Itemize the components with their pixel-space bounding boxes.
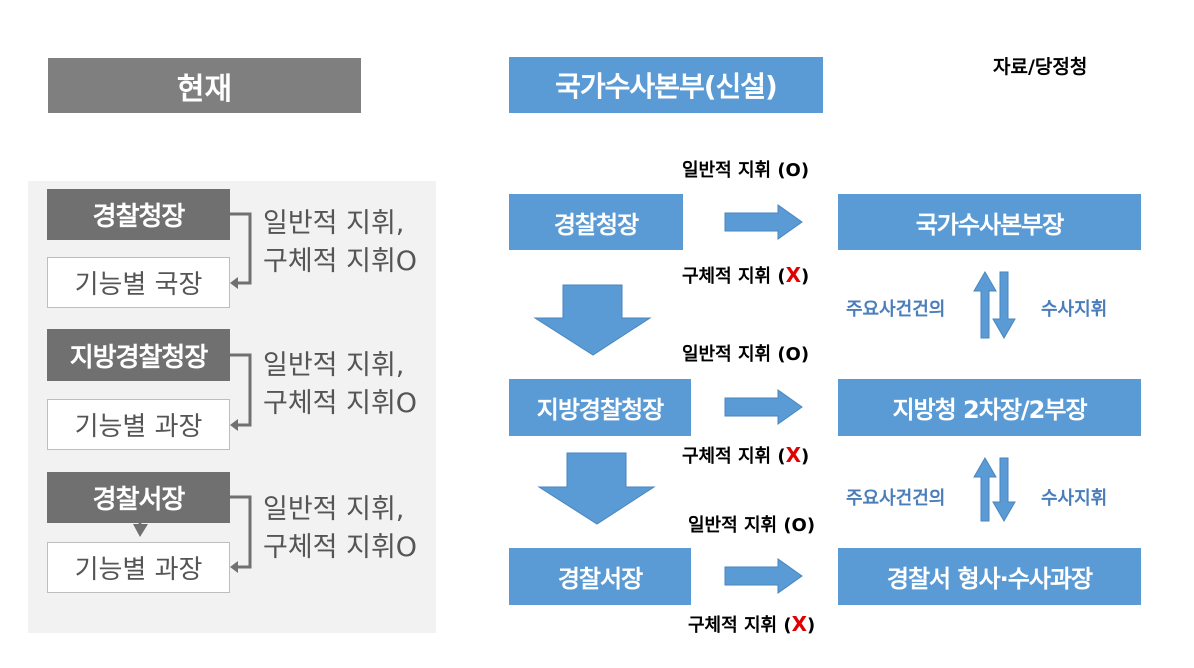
up-arrow-2 [973,457,997,522]
down-arrow-2 [992,457,1016,522]
current-head-box-3: 경찰서장 [47,472,230,523]
down-arrow-1 [992,271,1016,339]
close-paren-2: ) [800,446,810,467]
close-paren-3: ) [806,615,816,636]
current-connector-3 [230,495,252,569]
current-general-text-1: 일반적 지휘, [263,208,405,239]
current-specific-text-3: 구체적 지휘O [263,532,418,563]
new-head-box-1: 경찰청장 [509,194,683,250]
big-down-arrow-1 [533,284,652,356]
current-general-text-2: 일반적 지휘, [263,350,405,381]
new-target-label-3: 경찰서 형사·수사과장 [886,565,1093,593]
current-specific-text-2: 구체적 지휘O [263,388,418,419]
current-specific-text-1: 구체적 지휘O [263,246,418,277]
specific-text-3: 구체적 지휘 ( [688,615,792,636]
current-sub-box-1: 기능별 국장 [47,257,230,308]
current-header-label: 현재 [176,71,233,107]
new-head-label-3: 경찰서장 [557,565,643,593]
up-arrow-1 [973,271,997,339]
current-sub-box-2: 기능별 과장 [47,399,230,450]
current-connector-2 [230,353,252,427]
current-command-text-2: 일반적 지휘, 구체적 지휘O [263,347,417,423]
current-head-label-3: 경찰서장 [92,485,186,515]
source-label: 자료/당정청 [993,56,1088,78]
current-general-text-3: 일반적 지휘, [263,494,405,525]
general-command-label-2: 일반적 지휘 (O) [682,344,810,365]
current-down-arrowhead [133,524,148,537]
current-sub-label-2: 기능별 과장 [74,412,203,442]
current-arrowhead-1 [230,277,238,289]
new-target-box-3: 경찰서 형사·수사과장 [838,548,1141,605]
current-head-box-1: 경찰청장 [47,189,230,240]
new-header-label: 국가수사본부(신설) [555,70,778,103]
new-head-label-1: 경찰청장 [553,210,639,239]
specific-command-label-1: 구체적 지휘 (X) [682,262,809,288]
big-down-arrow-2 [537,452,656,525]
new-header: 국가수사본부(신설) [509,57,823,113]
current-arrowhead-2 [230,419,238,431]
close-paren-1: ) [800,266,810,287]
current-sub-label-1: 기능별 국장 [74,270,203,300]
new-head-label-2: 지방경찰청장 [536,396,664,424]
new-target-box-1: 국가수사본부장 [838,194,1141,250]
general-command-label-3: 일반적 지휘 (O) [688,515,816,536]
current-head-box-2: 지방경찰청장 [47,329,230,381]
right-arrow-2 [724,389,803,425]
major-case-report-label-1: 주요사건건의 [846,299,946,320]
current-command-text-3: 일반적 지휘, 구체적 지휘O [263,491,417,567]
new-target-label-2: 지방청 2차장/2부장 [892,396,1087,424]
right-arrow-1 [724,204,803,240]
investigation-command-label-1: 수사지휘 [1041,299,1108,320]
current-head-label-2: 지방경찰청장 [69,342,209,373]
x-mark-2: X [785,443,801,467]
new-head-box-2: 지방경찰청장 [509,379,691,436]
right-arrow-3 [724,558,803,594]
specific-command-label-2: 구체적 지휘 (X) [682,442,809,468]
current-command-text-1: 일반적 지휘, 구체적 지휘O [263,205,417,281]
major-case-report-label-2: 주요사건건의 [846,488,946,509]
investigation-command-label-2: 수사지휘 [1041,488,1108,509]
current-header: 현재 [48,58,361,113]
current-arrowhead-3 [230,561,238,573]
x-mark-1: X [785,263,801,287]
current-head-label-1: 경찰청장 [92,202,186,232]
specific-text-2: 구체적 지휘 ( [682,446,786,467]
new-target-label-1: 국가수사본부장 [915,210,1065,239]
current-sub-box-3: 기능별 과장 [47,542,230,593]
new-head-box-3: 경찰서장 [509,548,691,605]
specific-command-label-3: 구체적 지휘 (X) [688,611,815,637]
general-command-label-1: 일반적 지휘 (O) [682,160,810,181]
current-connector-1 [230,212,252,285]
specific-text-1: 구체적 지휘 ( [682,266,786,287]
x-mark-3: X [791,612,807,636]
current-sub-label-3: 기능별 과장 [74,555,203,585]
new-target-box-2: 지방청 2차장/2부장 [838,379,1141,436]
